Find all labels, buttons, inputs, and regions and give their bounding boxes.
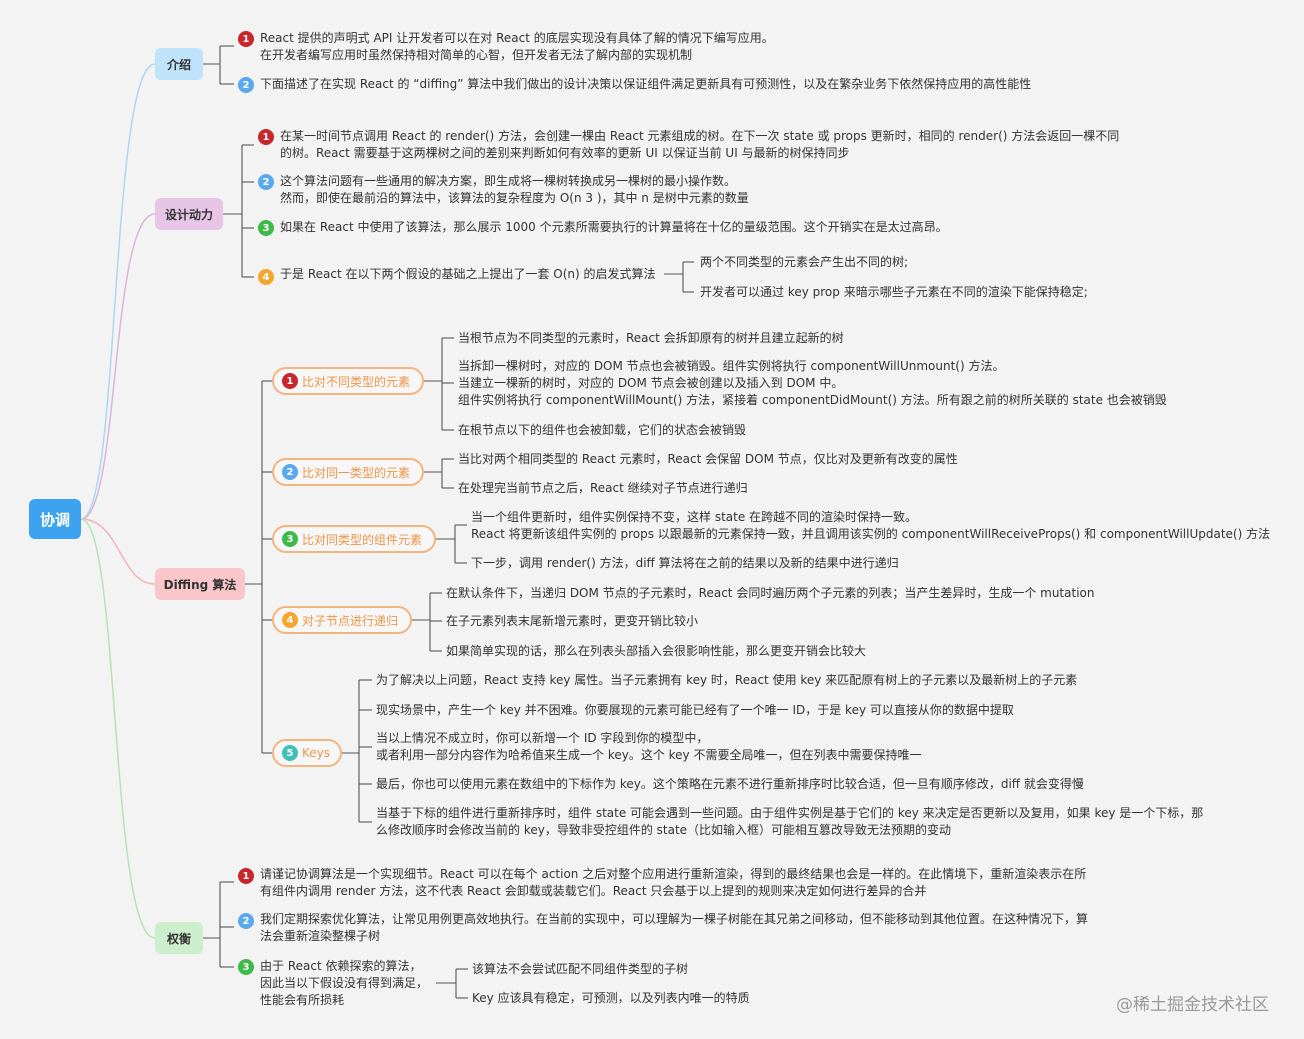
motivation-item-4: 于是 React 在以下两个假设的基础之上提出了一套 O(n) 的启发式算法 — [280, 267, 656, 281]
pill-label: Keys — [302, 746, 331, 760]
number-badge: 4 — [258, 269, 274, 285]
diffing-sub-recurse-children[interactable]: 4 对子节点进行递归 — [272, 606, 412, 634]
assumption-1: 两个不同类型的元素会产生出不同的树; — [700, 255, 909, 269]
intro-item-2: 下面描述了在实现 React 的 “diffing” 算法中我们做出的设计决策以… — [260, 77, 1032, 91]
detail-line: 或者利用一部分内容作为哈希值来生成一个 key。这个 key 不需要全局唯一，但… — [376, 748, 922, 762]
number-badge: 2 — [258, 174, 274, 190]
number-badge: 3 — [238, 959, 254, 975]
tradeoff-item-1-line-1: 请谨记协调算法是一个实现细节。React 可以在每个 action 之后对整个应… — [260, 867, 1087, 881]
number-badge: 5 — [282, 745, 298, 761]
tradeoff-item-3-line-3: 性能会有所损耗 — [260, 993, 345, 1007]
number-badge: 2 — [238, 77, 254, 93]
number-badge: 3 — [258, 220, 274, 236]
detail-line: 如果简单实现的话，那么在列表头部插入会很影响性能，那么更变开销会比较大 — [446, 644, 867, 658]
detail-line: 当建立一棵新的树时，对应的 DOM 节点会被创建以及插入到 DOM 中。 — [458, 376, 844, 390]
motivation-item-2-line-1: 这个算法问题有一些通用的解决方案，即生成将一棵树转换成另一棵树的最小操作数。 — [280, 174, 737, 188]
category-tradeoff[interactable]: 权衡 — [155, 922, 203, 954]
tradeoff-item-3-line-1: 由于 React 依赖探索的算法， — [260, 959, 422, 973]
pill-label: 比对不同类型的元素 — [302, 374, 411, 389]
diffing-sub-component-elements[interactable]: 3 比对同类型的组件元素 — [272, 525, 436, 553]
detail-line: 当根节点为不同类型的元素时，React 会拆卸原有的树并且建立起新的树 — [458, 331, 844, 345]
category-diffing[interactable]: Diffing 算法 — [155, 568, 245, 600]
detail-line: 么修改顺序时会修改当前的 key，导致非受控组件的 state（比如输入框）可能… — [376, 823, 952, 837]
motivation-item-1-line-2: 的树。React 需要基于这两棵树之间的差别来判断如何有效率的更新 UI 以保证… — [280, 146, 850, 160]
detail-line: 在默认条件下，当递归 DOM 节点的子元素时，React 会同时遍历两个子元素的… — [446, 586, 1095, 600]
detail-line: React 将更新该组件实例的 props 以跟最新的元素保持一致，并且调用该实… — [471, 527, 1271, 541]
motivation-item-3: 如果在 React 中使用了该算法，那么展示 1000 个元素所需要执行的计算量… — [280, 220, 948, 234]
detail-line: 最后，你也可以使用元素在数组中的下标作为 key。这个策略在元素不进行重新排序时… — [376, 777, 1084, 791]
tradeoff-assumption-2: Key 应该具有稳定，可预测，以及列表内唯一的特质 — [472, 991, 750, 1005]
number-badge: 3 — [282, 531, 298, 547]
detail-line: 在根节点以下的组件也会被卸载，它们的状态会被销毁 — [458, 423, 747, 437]
detail-line: 在子元素列表末尾新增元素时，更变开销比较小 — [446, 614, 699, 628]
diffing-sub-different-types[interactable]: 1 比对不同类型的元素 — [272, 367, 424, 395]
detail-line: 组件实例将执行 componentWillMount() 方法，紧接着 comp… — [458, 393, 1167, 407]
detail-line: 现实场景中，产生一个 key 并不困难。你要展现的元素可能已经有了一个唯一 ID… — [376, 703, 1014, 717]
pill-label: 对子节点进行递归 — [302, 613, 399, 628]
assumption-2: 开发者可以通过 key prop 来暗示哪些子元素在不同的渲染下能保持稳定; — [700, 285, 1088, 299]
category-intro[interactable]: 介绍 — [155, 48, 203, 80]
number-badge: 1 — [282, 373, 298, 389]
number-badge: 1 — [238, 31, 254, 47]
root-node[interactable]: 协调 — [29, 499, 81, 539]
detail-line: 当拆卸一棵树时，对应的 DOM 节点也会被销毁。组件实例将执行 componen… — [458, 359, 1005, 373]
number-badge: 2 — [238, 913, 254, 929]
detail-line: 为了解决以上问题，React 支持 key 属性。当子元素拥有 key 时，Re… — [376, 673, 1078, 687]
diffing-sub-same-type[interactable]: 2 比对同一类型的元素 — [272, 458, 424, 486]
number-badge: 1 — [238, 868, 254, 884]
detail-line: 下一步，调用 render() 方法，diff 算法将在之前的结果以及新的结果中… — [471, 556, 899, 570]
watermark: @稀土掘金技术社区 — [1116, 995, 1269, 1015]
detail-line: 当一个组件更新时，组件实例保持不变，这样 state 在跨越不同的渲染时保持一致… — [471, 510, 918, 524]
tradeoff-item-2-line-1: 我们定期探索优化算法，让常见用例更高效地执行。在当前的实现中，可以理解为一棵子树… — [260, 912, 1089, 926]
tradeoff-item-1-line-2: 有组件内调用 render 方法，这不代表 React 会卸载或装载它们。Rea… — [260, 884, 927, 898]
detail-line: 当以上情况不成立时，你可以新增一个 ID 字段到你的模型中， — [376, 731, 709, 745]
tradeoff-assumption-1: 该算法不会尝试匹配不同组件类型的子树 — [472, 962, 689, 976]
detail-line: 当基于下标的组件进行重新排序时，组件 state 可能会遇到一些问题。由于组件实… — [376, 806, 1204, 820]
detail-line: 当比对两个相同类型的 React 元素时，React 会保留 DOM 节点，仅比… — [458, 452, 958, 466]
pill-label: 比对同类型的组件元素 — [302, 532, 423, 547]
number-badge: 4 — [282, 612, 298, 628]
detail-line: 在处理完当前节点之后，React 继续对子节点进行递归 — [458, 481, 748, 495]
pill-label: 比对同一类型的元素 — [302, 465, 411, 480]
motivation-item-1-line-1: 在某一时间节点调用 React 的 render() 方法，会创建一棵由 Rea… — [280, 129, 1120, 143]
number-badge: 2 — [282, 464, 298, 480]
tradeoff-item-3-line-2: 因此当以下假设没有得到满足， — [260, 976, 429, 990]
diffing-sub-keys[interactable]: 5 Keys — [272, 739, 342, 767]
motivation-item-2-line-2: 然而，即使在最前沿的算法中，该算法的复杂程度为 O(n 3 )，其中 n 是树中… — [280, 191, 749, 205]
number-badge: 1 — [258, 129, 274, 145]
intro-item-1-line-1: React 提供的声明式 API 让开发者可以在对 React 的底层实现没有具… — [260, 31, 774, 45]
intro-item-1-line-2: 在开发者编写应用时虽然保持相对简单的心智，但开发者无法了解内部的实现机制 — [260, 48, 693, 62]
tradeoff-item-2-line-2: 法会重新渲染整棵子树 — [260, 929, 381, 943]
category-motivation[interactable]: 设计动力 — [155, 198, 223, 230]
